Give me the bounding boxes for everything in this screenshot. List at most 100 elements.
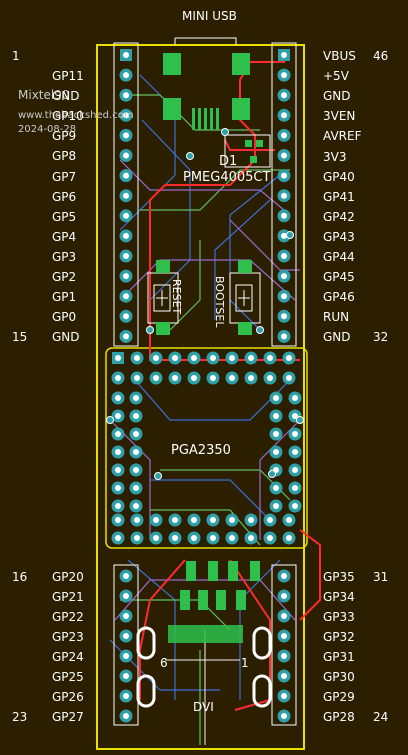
through-hole-pads [111,49,302,723]
via [154,472,162,480]
pin-label: GP10 [52,109,84,124]
round-pad [263,351,277,365]
round-pad [129,409,143,423]
via [186,152,194,160]
round-pad [187,531,201,545]
usb-data-pins [192,108,219,130]
pin-label: GP9 [52,129,77,144]
dvi-pad-label-left: 6 [160,656,168,670]
dvi-slot-tr [252,626,272,660]
diode-pad-2 [256,140,263,147]
pin-label: 3VEN [323,109,356,124]
round-pad [263,371,277,385]
round-pad [111,513,125,527]
round-pad [225,531,239,545]
round-pad [119,68,133,82]
pin-label: GP33 [323,610,355,624]
round-pad [119,249,133,263]
round-pad [119,88,133,102]
round-pad [269,427,283,441]
round-pad [206,531,220,545]
round-pad [269,499,283,513]
round-pad [187,351,201,365]
round-pad [277,649,291,663]
dvi-pad-label-right: 1 [241,656,249,670]
vias [106,128,304,480]
round-pad [277,169,291,183]
round-pad [119,108,133,122]
pin-label: GP26 [52,690,84,704]
round-pad [277,68,291,82]
round-pad [277,669,291,683]
round-pad [130,513,144,527]
pin-label: VBUS [323,49,356,63]
bootsel-pad-top [238,260,252,273]
pin-number-24: 24 [373,710,389,724]
round-pad [119,309,133,323]
pin-label: GP4 [52,229,77,244]
header-right-top [271,42,297,347]
round-pad [277,309,291,323]
via [256,326,264,334]
round-pad [263,513,277,527]
round-pad [277,269,291,283]
header-left-bottom [113,564,139,726]
round-pad [129,427,143,441]
round-pad [111,463,125,477]
via [221,128,229,136]
round-pad [129,391,143,405]
pin-label: +5V [323,69,349,84]
chip-label: PGA2350 [171,443,231,458]
round-pad [111,531,125,545]
pin-label: GP2 [52,270,77,284]
pin-label: GP24 [52,650,84,664]
dvi-connector-pins [168,625,243,643]
bootsel-label: BOOTSEL [213,276,226,328]
via [268,470,276,478]
reset-pad-bot [156,322,170,335]
pin-label: GP5 [52,209,77,224]
round-pad [277,108,291,122]
resistor-pads-row2 [180,590,246,610]
pin-label: GND [323,89,351,104]
round-pad [119,149,133,162]
pin-label: GP30 [323,670,355,684]
round-pad [119,669,133,683]
pin-label: GP34 [323,590,355,604]
round-pad [149,513,163,527]
pin-label: GP1 [52,290,77,305]
round-pad [225,513,239,527]
header-left-top [113,42,139,347]
round-pad [111,391,125,405]
diode-part-label: PMEG4005CT [183,170,271,185]
pin-label: GP35 [323,570,355,584]
round-pad [111,409,125,423]
via [286,231,294,239]
pin-label: GP40 [323,169,355,184]
round-pad [288,463,302,477]
pin-label: GP22 [52,610,84,624]
round-pad [282,513,296,527]
pin-label: GP31 [323,650,355,664]
round-pad [119,609,133,623]
round-pad [277,609,291,623]
round-pad [149,351,163,365]
round-pad [111,499,125,513]
pin-label: 3V3 [323,149,347,164]
usb-pad-tl [163,53,181,75]
round-pad [288,481,302,495]
round-pad [119,589,133,603]
square-pad [278,49,290,61]
round-pad [277,249,291,263]
round-pad [269,391,283,405]
round-pad [168,513,182,527]
round-pad [129,445,143,459]
usb-pad-br [232,98,250,120]
round-pad [277,128,291,142]
round-pad [269,409,283,423]
round-pad [111,445,125,459]
pin-label: GP42 [323,209,355,224]
pin-label: GP43 [323,229,355,244]
round-pad [187,371,201,385]
